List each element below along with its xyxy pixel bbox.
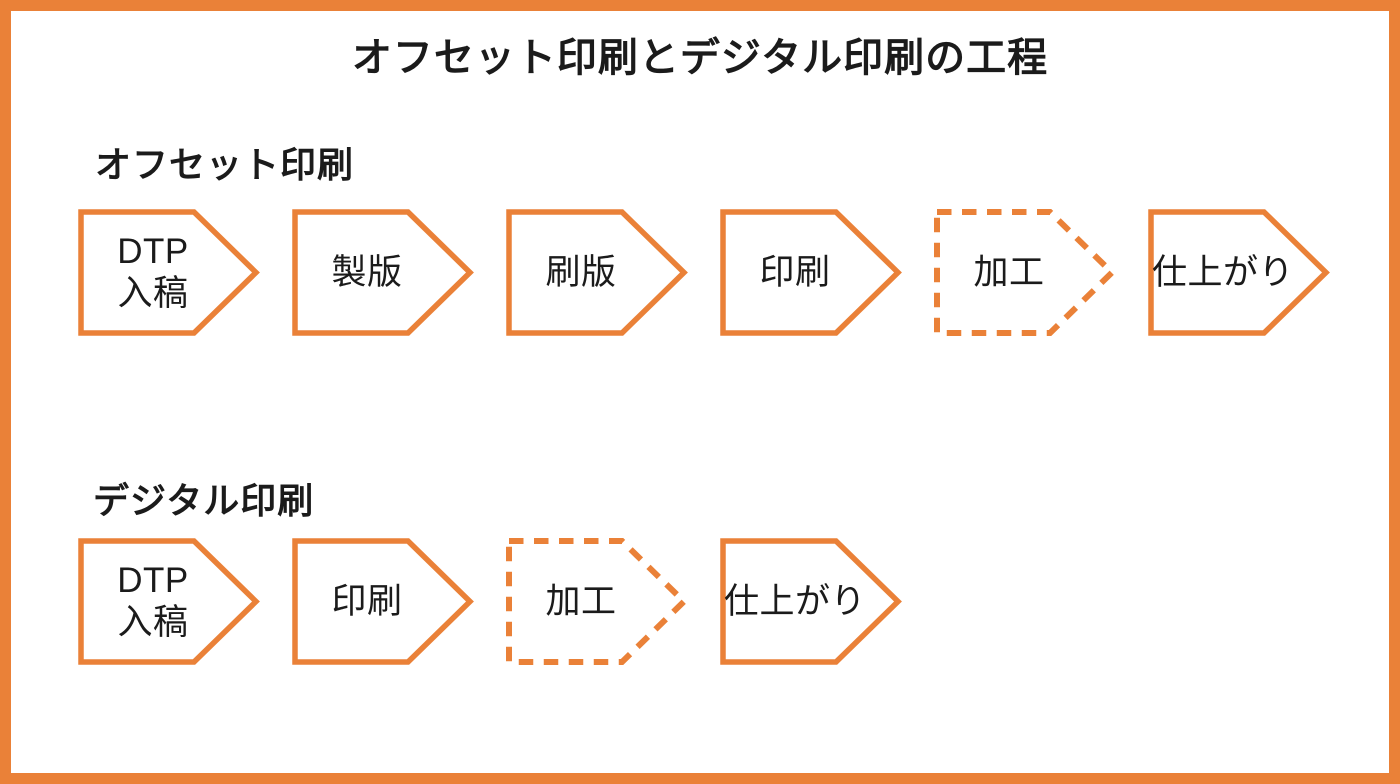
step-label: 印刷	[759, 252, 831, 292]
pentagon-arrow-shape	[720, 538, 902, 665]
section-heading-digital-printing: デジタル印刷	[93, 480, 315, 521]
step-label: DTP 入稿	[117, 231, 189, 313]
pentagon-arrow-shape	[506, 209, 688, 336]
step-label: 加工	[545, 581, 617, 621]
pentagon-arrow-shape-dashed	[934, 209, 1117, 336]
flow-step-printing: 印刷	[720, 209, 902, 336]
pentagon-arrow-shape	[292, 209, 474, 336]
digital-printing-flow: DTP 入稿 印刷 加工 仕上がり	[78, 538, 902, 665]
flow-step-printing: 印刷	[292, 538, 474, 665]
step-label: DTP 入稿	[117, 560, 189, 642]
flow-step-finished-product: 仕上がり	[720, 538, 902, 665]
pentagon-arrow-shape	[292, 538, 474, 665]
flow-step-processing: 加工	[506, 538, 689, 665]
flow-step-plate-making: 製版	[292, 209, 474, 336]
pentagon-arrow-shape-dashed	[506, 538, 689, 665]
page-title: オフセット印刷とデジタル印刷の工程	[351, 36, 1049, 80]
offset-printing-flow: DTP 入稿 製版 刷版 印刷	[78, 209, 1330, 336]
pentagon-arrow-shape	[78, 538, 260, 665]
flow-step-processing: 加工	[934, 209, 1117, 336]
step-label: 印刷	[331, 581, 403, 621]
flow-step-dtp-submission: DTP 入稿	[78, 538, 260, 665]
step-label: 刷版	[545, 252, 617, 292]
pentagon-arrow-shape	[1148, 209, 1330, 336]
step-label: 仕上がり	[1151, 252, 1294, 292]
flow-step-printing-plate: 刷版	[506, 209, 688, 336]
pentagon-arrow-shape	[720, 209, 902, 336]
pentagon-arrow-shape	[78, 209, 260, 336]
step-label: 加工	[973, 252, 1045, 292]
section-heading-offset-printing: オフセット印刷	[95, 144, 355, 185]
step-label: 製版	[331, 252, 403, 292]
step-label: 仕上がり	[723, 581, 866, 621]
flow-step-finished-product: 仕上がり	[1148, 209, 1330, 336]
flow-step-dtp-submission: DTP 入稿	[78, 209, 260, 336]
